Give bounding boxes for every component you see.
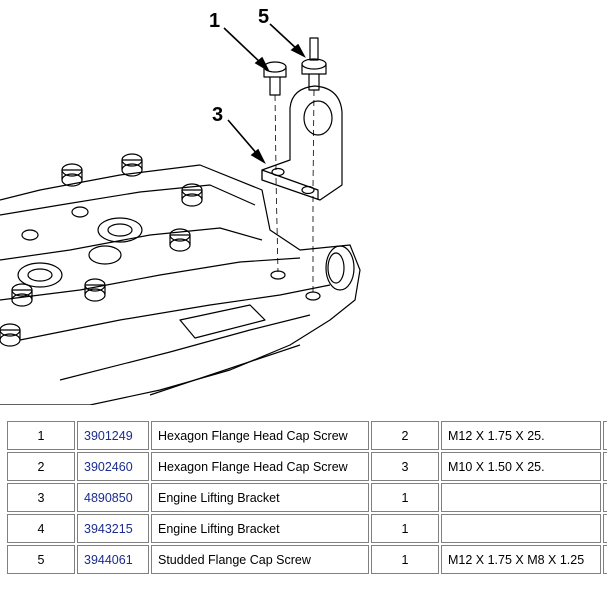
table-row: 2 3902460 Hexagon Flange Head Cap Screw … (7, 452, 607, 481)
item-number: 2 (7, 452, 75, 481)
part-number-link[interactable]: 3902460 (84, 459, 133, 474)
part-specification: M12 X 1.75 X 25. (441, 421, 601, 450)
part-number-link[interactable]: 3901249 (84, 428, 133, 443)
part-number-link[interactable]: 3943215 (84, 521, 133, 536)
parts-table: 1 3901249 Hexagon Flange Head Cap Screw … (5, 419, 609, 576)
callout-3: 3 (212, 104, 223, 126)
item-number: 5 (7, 545, 75, 574)
callout-5: 5 (258, 6, 269, 28)
part-specification (441, 514, 601, 543)
part-specification (441, 483, 601, 512)
item-number: 4 (7, 514, 75, 543)
part-number-link[interactable]: 3944061 (84, 552, 133, 567)
table-cell-edge (603, 514, 607, 543)
part-description: Hexagon Flange Head Cap Screw (151, 452, 369, 481)
part-description: Hexagon Flange Head Cap Screw (151, 421, 369, 450)
part-quantity: 1 (371, 545, 439, 574)
part-quantity: 1 (371, 483, 439, 512)
part-quantity: 2 (371, 421, 439, 450)
table-row: 3 4890850 Engine Lifting Bracket 1 (7, 483, 607, 512)
table-row: 1 3901249 Hexagon Flange Head Cap Screw … (7, 421, 607, 450)
table-cell-edge (603, 421, 607, 450)
part-quantity: 3 (371, 452, 439, 481)
part-specification: M12 X 1.75 X M8 X 1.25 (441, 545, 601, 574)
cylinder-head-drawing (0, 153, 361, 405)
part-description: Studded Flange Cap Screw (151, 545, 369, 574)
part-description: Engine Lifting Bracket (151, 514, 369, 543)
lifting-bracket-drawing (261, 85, 343, 201)
part-number-link[interactable]: 4890850 (84, 490, 133, 505)
exploded-parts-diagram: 1 5 3 (0, 6, 361, 405)
table-row: 5 3944061 Studded Flange Cap Screw 1 M12… (7, 545, 607, 574)
table-cell-edge (603, 452, 607, 481)
table-cell-edge (603, 545, 607, 574)
table-cell-edge (603, 483, 607, 512)
part-description: Engine Lifting Bracket (151, 483, 369, 512)
part-specification: M10 X 1.50 X 25. (441, 452, 601, 481)
item-number: 3 (7, 483, 75, 512)
part-quantity: 1 (371, 514, 439, 543)
studded-cap-screw-drawing (301, 37, 327, 91)
callout-1: 1 (209, 10, 220, 32)
item-number: 1 (7, 421, 75, 450)
table-row: 4 3943215 Engine Lifting Bracket 1 (7, 514, 607, 543)
